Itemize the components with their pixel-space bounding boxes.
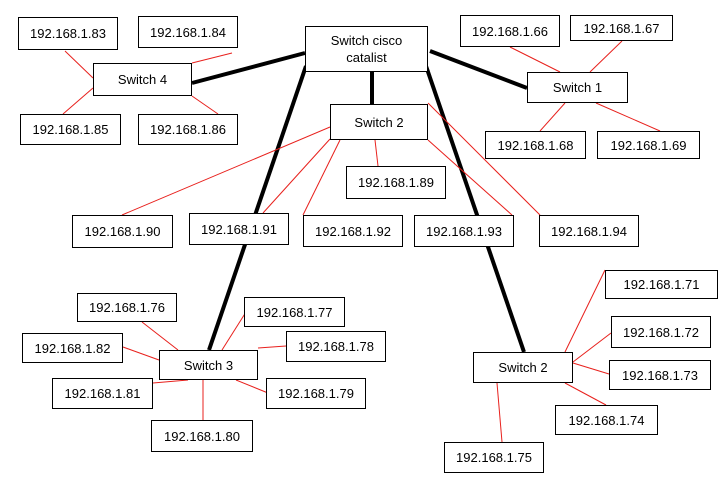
link-switch2b-h73 bbox=[572, 362, 610, 375]
trunk-core-switch1 bbox=[429, 49, 528, 90]
host-192-168-1-73[interactable]: 192.168.1.73 bbox=[609, 360, 711, 390]
host-192-168-1-75[interactable]: 192.168.1.75 bbox=[444, 442, 544, 473]
host-192-168-1-84[interactable]: 192.168.1.84 bbox=[138, 16, 238, 48]
link-switch3-h81 bbox=[152, 379, 189, 384]
host-192-168-1-68[interactable]: 192.168.1.68 bbox=[485, 131, 586, 159]
link-switch2b-h71 bbox=[564, 269, 606, 353]
link-switch2a-h90 bbox=[121, 126, 331, 216]
host-192-168-1-67[interactable]: 192.168.1.67 bbox=[570, 15, 673, 41]
host-192-168-1-77[interactable]: 192.168.1.77 bbox=[244, 297, 345, 327]
link-switch4-h85 bbox=[62, 87, 94, 115]
host-192-168-1-72[interactable]: 192.168.1.72 bbox=[611, 316, 711, 348]
switch-3[interactable]: Switch 3 bbox=[159, 350, 258, 380]
host-192-168-1-94[interactable]: 192.168.1.94 bbox=[539, 215, 639, 247]
host-192-168-1-78[interactable]: 192.168.1.78 bbox=[286, 331, 386, 362]
host-192-168-1-79[interactable]: 192.168.1.79 bbox=[266, 378, 366, 409]
link-switch2b-h72 bbox=[572, 332, 612, 363]
host-192-168-1-71[interactable]: 192.168.1.71 bbox=[605, 270, 718, 299]
link-switch3-h76 bbox=[141, 321, 179, 351]
switch-1[interactable]: Switch 1 bbox=[527, 72, 628, 103]
link-switch2a-h92 bbox=[302, 139, 341, 216]
host-192-168-1-92[interactable]: 192.168.1.92 bbox=[303, 215, 403, 247]
link-switch2a-h94 bbox=[427, 102, 541, 216]
link-switch3-h82 bbox=[122, 346, 160, 361]
host-192-168-1-76[interactable]: 192.168.1.76 bbox=[77, 293, 177, 322]
host-192-168-1-85[interactable]: 192.168.1.85 bbox=[20, 114, 121, 145]
link-switch2a-h89 bbox=[374, 139, 379, 167]
host-192-168-1-66[interactable]: 192.168.1.66 bbox=[460, 15, 560, 47]
host-192-168-1-82[interactable]: 192.168.1.82 bbox=[22, 333, 123, 363]
host-192-168-1-69[interactable]: 192.168.1.69 bbox=[597, 131, 700, 159]
link-switch1-h69 bbox=[595, 102, 661, 132]
link-switch4-h83 bbox=[64, 50, 94, 79]
switch-core[interactable]: Switch cisco catalist bbox=[305, 26, 428, 72]
link-switch4-h86 bbox=[191, 95, 219, 115]
link-switch4-h84 bbox=[191, 52, 233, 64]
host-192-168-1-83[interactable]: 192.168.1.83 bbox=[18, 17, 118, 50]
host-192-168-1-74[interactable]: 192.168.1.74 bbox=[555, 405, 658, 435]
switch-2-upper[interactable]: Switch 2 bbox=[330, 104, 428, 140]
link-switch2b-h74 bbox=[564, 382, 607, 406]
access-links bbox=[62, 40, 661, 443]
host-192-168-1-80[interactable]: 192.168.1.80 bbox=[151, 420, 253, 452]
host-192-168-1-90[interactable]: 192.168.1.90 bbox=[72, 215, 173, 248]
switch-4[interactable]: Switch 4 bbox=[93, 63, 192, 96]
link-switch3-h78 bbox=[257, 345, 287, 349]
link-switch3-h79 bbox=[235, 379, 269, 394]
trunk-core-switch4 bbox=[191, 51, 306, 85]
link-switch1-h67 bbox=[589, 40, 623, 73]
host-192-168-1-81[interactable]: 192.168.1.81 bbox=[52, 378, 153, 409]
link-switch1-h68 bbox=[539, 102, 566, 132]
link-switch2a-h93 bbox=[427, 139, 513, 216]
host-192-168-1-89[interactable]: 192.168.1.89 bbox=[346, 166, 446, 199]
trunk-core-switch2b bbox=[424, 65, 526, 353]
switch-2-lower[interactable]: Switch 2 bbox=[473, 352, 573, 383]
trunk-links bbox=[191, 49, 528, 353]
link-switch2a-h91 bbox=[262, 138, 331, 214]
host-192-168-1-93[interactable]: 192.168.1.93 bbox=[414, 215, 514, 247]
host-192-168-1-91[interactable]: 192.168.1.91 bbox=[189, 213, 289, 245]
trunk-core-switch3 bbox=[207, 65, 308, 351]
link-switch2b-h75 bbox=[496, 382, 503, 443]
link-switch3-h77 bbox=[221, 311, 247, 351]
host-192-168-1-86[interactable]: 192.168.1.86 bbox=[138, 114, 238, 145]
link-switch1-h66 bbox=[509, 46, 561, 73]
